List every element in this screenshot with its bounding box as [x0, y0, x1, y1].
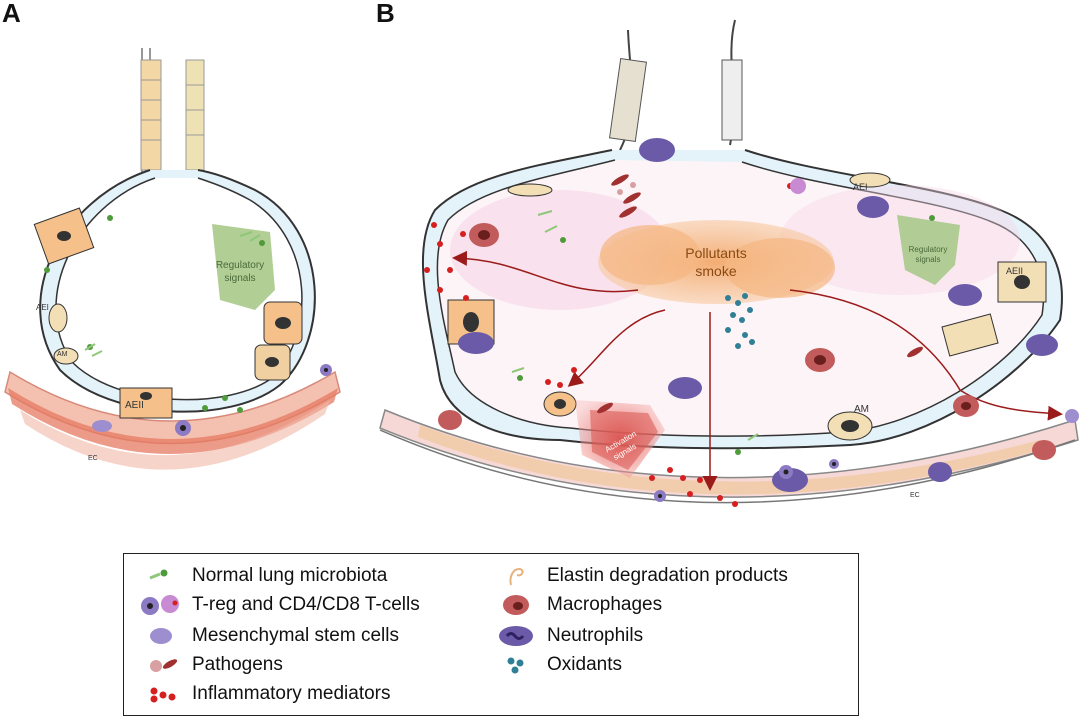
legend-label: T-reg and CD4/CD8 T-cells [192, 594, 420, 615]
cloud-label-2: smoke [695, 263, 736, 279]
t-cells-b [654, 178, 1079, 502]
legend-label: Neutrophils [547, 625, 644, 646]
oxidants-icon [507, 657, 524, 674]
macrophage-icon [503, 595, 529, 615]
microbiota-a [44, 215, 265, 413]
oxidants-b [725, 293, 755, 349]
regulatory-label-a-1: Regulatory [216, 260, 264, 271]
ec-label-b: EC [910, 492, 920, 499]
legend-label: Macrophages [547, 594, 663, 615]
legend-label: Normal lung microbiota [192, 565, 388, 586]
regulatory-label-b-2: signals [916, 255, 941, 264]
pollutants-cloud [598, 220, 835, 304]
neutrophil-icon [499, 626, 533, 646]
elastin-icon [509, 567, 524, 586]
legend-item-pathogens: Pathogens [134, 652, 283, 678]
macrophages-b [438, 223, 1056, 460]
legend-item-microbiota: Normal lung microbiota [134, 563, 387, 589]
legend-item-neutrophils: Neutrophils [489, 623, 643, 649]
mediators-icon [150, 687, 176, 703]
regulatory-label-b-1: Regulatory [909, 245, 948, 254]
regulatory-arrow-a [212, 224, 275, 310]
regulatory-arrow-b [897, 215, 960, 285]
aeii-cell-a4 [119, 387, 173, 419]
panel-b: Pollutants smoke Regulatory signals Acti… [379, 19, 1079, 507]
regulatory-label-a-2: signals [224, 273, 255, 284]
aeii-cell-a1 [33, 207, 95, 265]
aeii-cell-a3 [254, 344, 291, 381]
legend-label: Oxidants [547, 654, 622, 675]
microbiota-b [511, 210, 935, 455]
legend: Normal lung microbiota T-reg and CD4/CD8… [123, 553, 859, 716]
stem-cell-icon [150, 628, 172, 644]
aeii-cell-a2 [263, 301, 303, 345]
am-label-a: AM [57, 351, 68, 358]
t-cells-icon [141, 595, 179, 615]
aei-label-a: AEI [36, 303, 49, 312]
activation-signals [575, 400, 665, 478]
aeii-cell-b2 [997, 261, 1047, 303]
ec-label-a: EC [88, 455, 98, 462]
legend-label: Mesenchymal stem cells [192, 625, 399, 646]
panel-a: Regulatory signals AEI AEII AM EC [4, 48, 341, 470]
aeii-label-b: AEII [1006, 266, 1023, 276]
legend-item-macrophages: Macrophages [489, 592, 662, 618]
legend-item-stem-cells: Mesenchymal stem cells [134, 623, 399, 649]
microbiota-icon [149, 569, 168, 580]
cloud-label-1: Pollutants [685, 245, 746, 261]
panel-a-label: A [2, 0, 21, 28]
arrows-b [452, 250, 1063, 491]
legend-item-elastin: Elastin degradation products [489, 563, 788, 589]
legend-label: Pathogens [192, 654, 283, 675]
legend-label: Elastin degradation products [547, 565, 788, 586]
legend-item-t-cells: T-reg and CD4/CD8 T-cells [134, 592, 420, 618]
pathogen-icon [150, 659, 178, 672]
neutrophils-b [458, 138, 1058, 492]
legend-item-mediators: Inflammatory mediators [134, 681, 391, 707]
panel-b-label: B [376, 0, 395, 28]
aeii-label-a: AEII [125, 400, 144, 411]
aei-label-b: AEI [853, 182, 868, 192]
pathogens-b [597, 174, 923, 414]
legend-label: Inflammatory mediators [192, 683, 391, 704]
am-label-b: AM [854, 404, 869, 415]
legend-item-oxidants: Oxidants [489, 652, 622, 678]
